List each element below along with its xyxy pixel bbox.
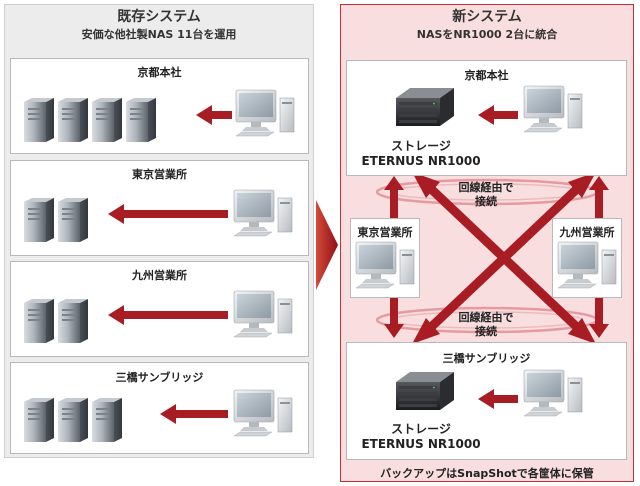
storage-label-kyoto: ストレージ ETERNUS NR1000 [346, 139, 496, 169]
arrow-head-icon [568, 318, 596, 344]
site-graphic-bridge-new [396, 369, 583, 417]
site-label-tokyo-new: 東京営業所 [357, 226, 413, 239]
storage-label-bridge-line2: ETERNUS NR1000 [361, 437, 481, 451]
backup-note: バックアップはSnapShotで各筐体に保管 [380, 467, 594, 480]
circuit-label-top-line1: 回線経由で [458, 181, 514, 194]
arrow-left-icon [196, 105, 232, 125]
transition-arrow-icon [316, 200, 338, 290]
arrow-left-icon [478, 389, 518, 409]
nas-icon [24, 98, 54, 142]
storage-icon [396, 88, 454, 126]
site-label-kyoto-old: 京都本社 [137, 66, 182, 79]
storage-label-kyoto-line2: ETERNUS NR1000 [361, 154, 481, 168]
arrow-head-icon [412, 172, 440, 198]
site-label-bridge-old: 三橋サンブリッジ [115, 371, 204, 384]
arrow-up-icon [589, 176, 609, 190]
site-graphic-kyoto-old [24, 89, 295, 142]
arrow-left-icon [478, 105, 518, 125]
pc-icon [233, 389, 293, 437]
nas-icon [58, 98, 88, 142]
arrow-left-icon [108, 204, 228, 224]
pc-icon [235, 89, 295, 137]
arrow-left-icon [160, 404, 228, 424]
storage-icon [396, 372, 454, 410]
pc-icon [523, 369, 583, 417]
cross-connection-line [424, 182, 584, 334]
site-graphic-kyoto-new [396, 85, 583, 133]
arrow-up-icon [384, 176, 404, 190]
arrow-down-icon [589, 324, 609, 338]
pc-icon [233, 189, 293, 237]
nas-icon [126, 98, 156, 142]
network-connection-graphic [375, 172, 609, 344]
storage-label-kyoto-line1: ストレージ [391, 139, 451, 153]
circuit-label-bottom-line2: 接続 [475, 325, 497, 338]
new-system-title: 新システム [452, 9, 522, 25]
site-graphic-bridge-old [24, 389, 293, 442]
new-system-subtitle: NASをNR1000 2台に統合 [416, 28, 558, 41]
arrow-down-icon [384, 324, 404, 338]
circuit-label-top: 回線経由で 接続 [433, 181, 539, 209]
circuit-label-bottom: 回線経由で 接続 [433, 311, 539, 339]
nas-icon [58, 299, 88, 343]
nas-icon [24, 299, 54, 343]
site-label-kyushu-old: 九州営業所 [132, 269, 187, 282]
site-label-kyoto-new: 京都本社 [464, 69, 509, 82]
existing-system-title: 既存システム [117, 9, 201, 25]
pc-icon [233, 290, 293, 338]
storage-label-bridge: ストレージ ETERNUS NR1000 [346, 422, 496, 452]
pc-icon [557, 241, 617, 289]
pc-icon [523, 85, 583, 133]
nas-icon [58, 198, 88, 242]
site-graphic-kyushu-new [557, 241, 617, 289]
nas-icon [92, 398, 122, 442]
storage-label-bridge-line1: ストレージ [391, 422, 451, 436]
circuit-label-top-line2: 接続 [475, 195, 497, 208]
nas-icon [24, 198, 54, 242]
site-graphic-tokyo-old [24, 189, 293, 242]
arrow-left-icon [108, 305, 228, 325]
site-graphic-tokyo-new [355, 241, 415, 289]
existing-system-subtitle: 安価な他社製NAS 11台を運用 [81, 28, 237, 41]
arrow-head-icon [412, 318, 440, 344]
arrow-head-icon [568, 172, 596, 198]
nas-icon [24, 398, 54, 442]
site-label-kyushu-new: 九州営業所 [559, 226, 615, 239]
nas-icon [92, 98, 122, 142]
pc-icon [355, 241, 415, 289]
site-graphic-kyushu-old [24, 290, 293, 343]
nas-icon [58, 398, 88, 442]
site-label-tokyo-old: 東京営業所 [132, 168, 187, 181]
site-label-bridge-new: 三橋サンブリッジ [442, 352, 531, 365]
circuit-label-bottom-line1: 回線経由で [458, 311, 514, 324]
